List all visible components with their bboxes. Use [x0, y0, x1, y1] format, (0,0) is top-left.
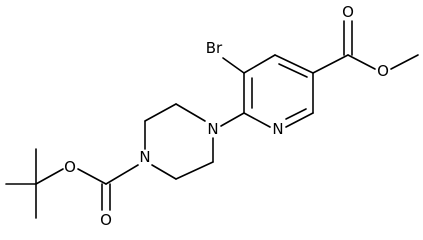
bond-pip-n4-c-lower [151, 164, 177, 180]
atom-carbamate-ether-oxygen-label: O [64, 158, 76, 176]
bond-ester-o-methyl [390, 54, 419, 70]
atom-ester-methoxy-oxygen-label: O [377, 62, 389, 80]
atom-ester-carbonyl-oxygen-label: O [342, 3, 354, 21]
bond-o-tbutyl-c [35, 168, 64, 185]
atom-bromine-label: Br [206, 39, 223, 57]
bond-c5-ester-c [312, 54, 349, 74]
bond-carbamate-c-o-single [77, 168, 107, 185]
bond-pip-n1-c-upper [175, 103, 206, 122]
bond-pip-c-upper-c-upper-left [144, 103, 177, 122]
atom-labels: Br N N N O O O O [64, 3, 389, 229]
atom-piperazine-n1-label: N [207, 120, 218, 138]
bond-c6-n [285, 112, 314, 128]
bond-c2-piperazine-n [220, 112, 245, 127]
bond-ester-c-o-single [347, 54, 376, 70]
bond-n4-carbamate-c [105, 164, 139, 185]
bond-lines [5, 20, 419, 219]
bond-pip-c-lower-c-lower-right [175, 161, 214, 180]
atom-pyridine-nitrogen-label: N [272, 120, 283, 138]
bond-c3-c4 [243, 54, 276, 74]
atom-piperazine-n4-label: N [139, 148, 150, 166]
bond-c6-n-inner [285, 108, 307, 120]
bond-c4-c5-inner [278, 63, 308, 78]
bond-c3-br [222, 57, 245, 74]
bond-c4-c5 [274, 54, 314, 74]
bond-n-c2 [243, 112, 271, 128]
atom-carbamate-carbonyl-oxygen-label: O [100, 211, 112, 229]
